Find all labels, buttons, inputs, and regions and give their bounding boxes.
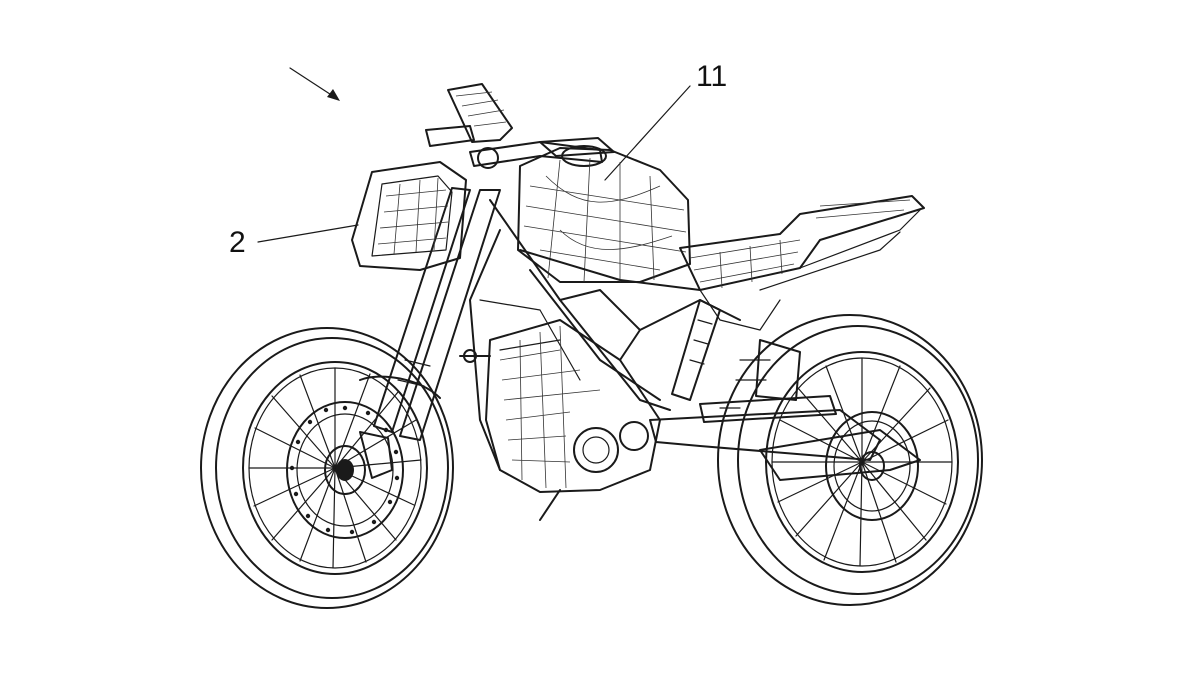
- fuel-tank: [517, 137, 691, 283]
- chain-guard: [759, 429, 921, 481]
- side-stand: [539, 489, 561, 521]
- reference-numeral-2: 2: [229, 226, 246, 259]
- engine: [485, 319, 661, 493]
- reference-numeral-11: 11: [696, 60, 728, 93]
- trellis-frame: [469, 199, 781, 471]
- front-wheel: [200, 327, 454, 609]
- swingarm: [649, 395, 881, 461]
- rear-shock: [671, 299, 721, 401]
- leader-line-2: [257, 224, 359, 243]
- exhaust: [735, 339, 801, 401]
- front-fork: [373, 187, 501, 441]
- seat-tail: [679, 195, 925, 291]
- direction-arrow: [289, 67, 340, 101]
- front-fender: [359, 375, 441, 399]
- leader-line-11: [604, 85, 691, 181]
- rear-spokes: [771, 357, 953, 567]
- headlight: [351, 161, 467, 271]
- footpeg: [459, 349, 491, 363]
- rear-wheel: [717, 314, 983, 606]
